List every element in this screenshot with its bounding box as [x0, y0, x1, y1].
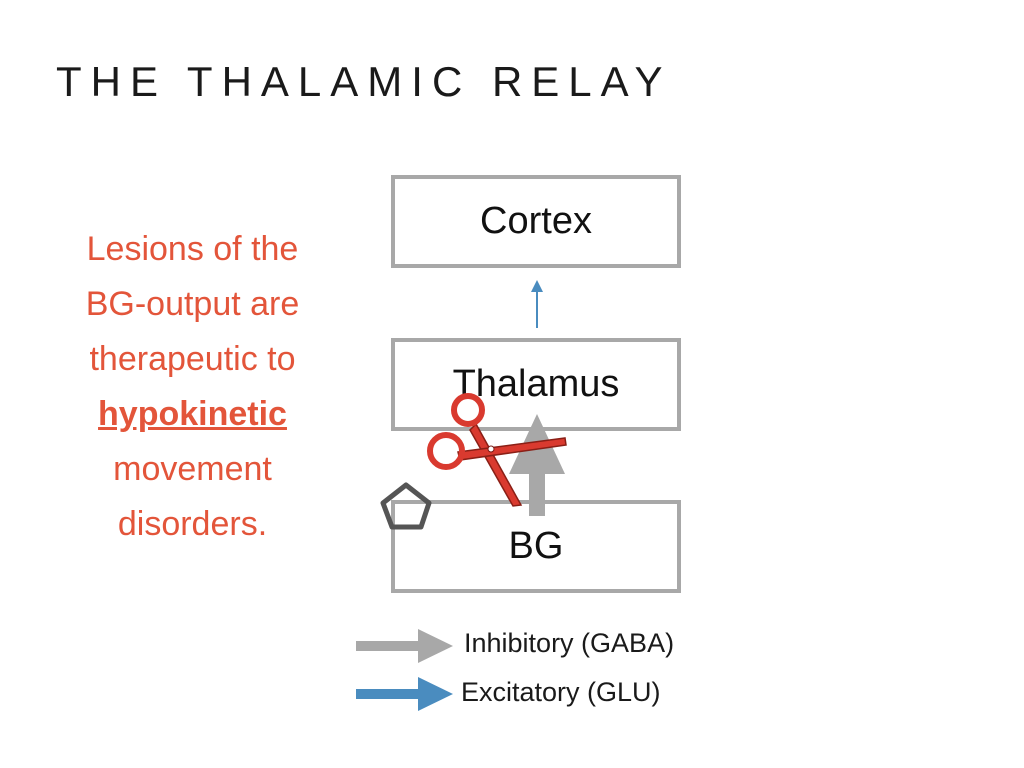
excitatory-arrow-thalamus-cortex [531, 280, 543, 328]
bg-label: BG [508, 525, 564, 567]
lesion-note-line-3: therapeutic to [89, 340, 296, 378]
cortex-node: Cortex [391, 175, 681, 268]
scissors-icon [427, 393, 567, 507]
lesion-note: Lesions of the BG-output are therapeutic… [40, 222, 345, 552]
lesion-note-line-1: Lesions of the [86, 230, 299, 268]
lesion-note-line-5: movement [113, 450, 272, 488]
slide-title: THE THALAMIC RELAY [56, 58, 672, 105]
legend-inhibitory-label: Inhibitory (GABA) [464, 628, 675, 658]
legend-excitatory-label: Excitatory (GLU) [461, 677, 661, 707]
legend-excitatory-arrow [356, 677, 453, 711]
legend-inhibitory-arrow [356, 629, 453, 663]
lesion-note-line-2: BG-output are [85, 285, 300, 323]
pentagon-icon [380, 482, 432, 530]
lesion-note-emphasis: hypokinetic [98, 395, 287, 433]
lesion-note-line-6: disorders. [117, 505, 268, 543]
cortex-label: Cortex [480, 200, 592, 242]
thalamus-label: Thalamus [452, 363, 620, 405]
